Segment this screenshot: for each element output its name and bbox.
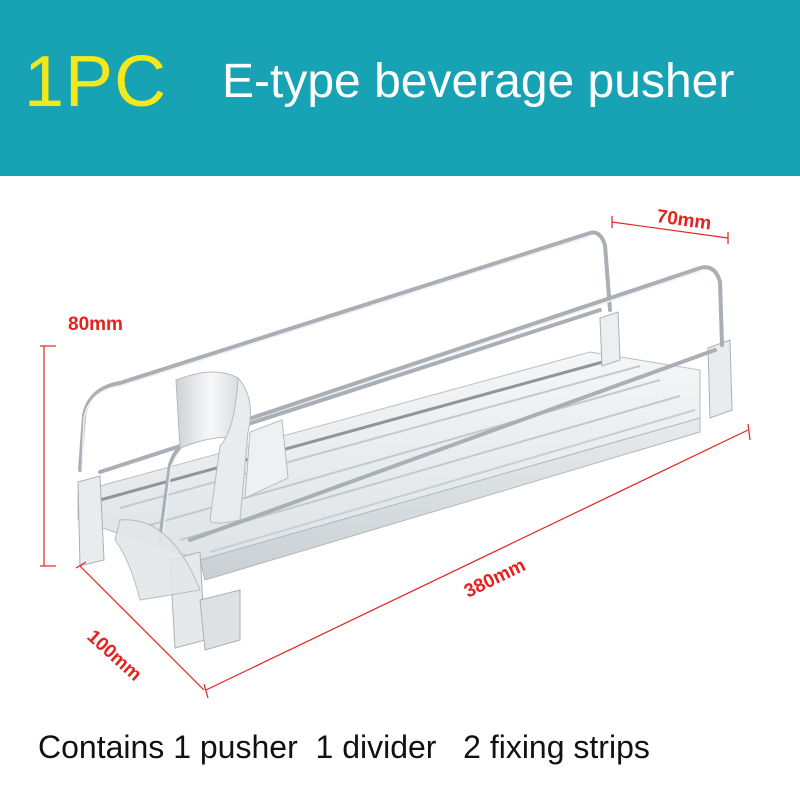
height-dimension-label: 80mm	[68, 314, 123, 335]
quantity-label: 1PC	[24, 42, 168, 122]
length-dimension-label: 380mm	[461, 555, 529, 603]
back-width-dimension-label: 70mm	[655, 206, 712, 234]
header-banner: 1PC E-type beverage pusher	[0, 0, 800, 176]
product-title: E-type beverage pusher	[222, 55, 735, 108]
product-illustration: 80mm 70mm 380mm 100mm	[40, 206, 751, 699]
package-contents: Contains 1 pusher 1 divider 2 fixing str…	[38, 729, 650, 765]
pusher-plate	[114, 371, 289, 601]
front-width-dimension-label: 100mm	[83, 626, 146, 685]
dimension-lines	[40, 216, 751, 699]
front-end-blocks	[77, 475, 241, 651]
